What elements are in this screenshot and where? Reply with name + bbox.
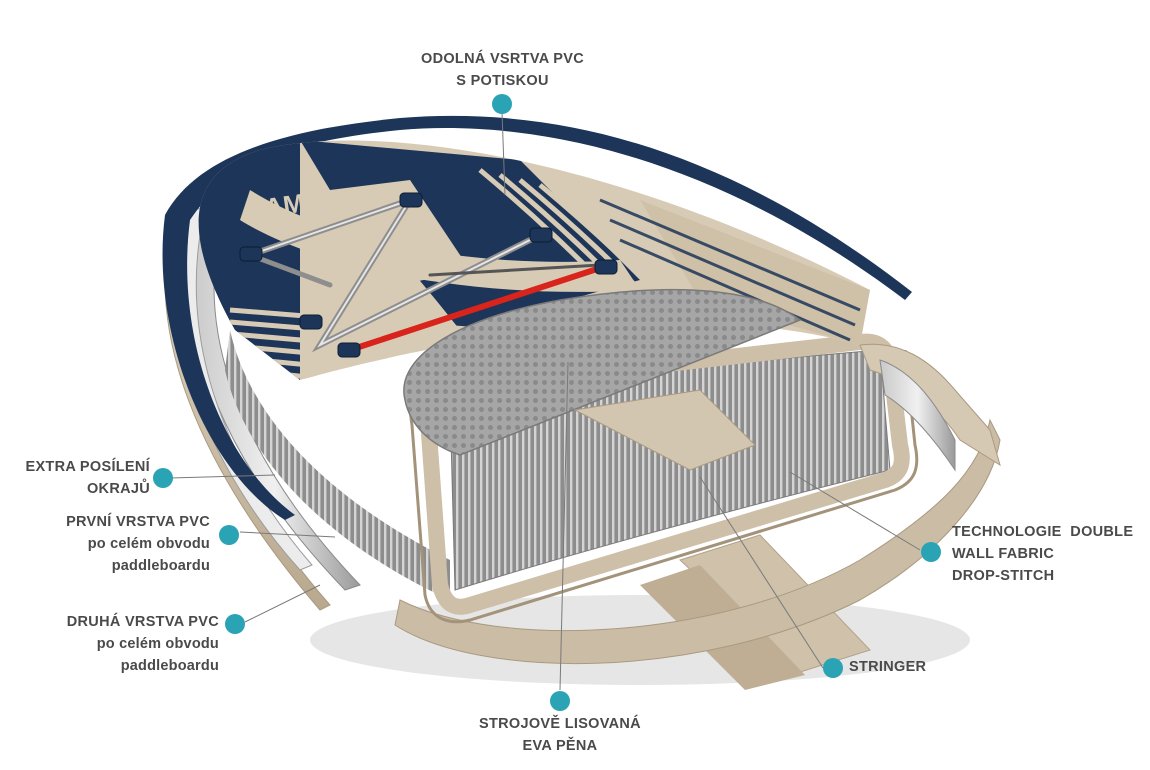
label-druha-line3: paddleboardu — [120, 658, 219, 674]
label-first-pvc-layer: PRVNÍ VRSTVA PVC po celém obvodu paddleb… — [20, 511, 210, 577]
label-tech-line1: TECHNOLOGIE DOUBLE — [952, 524, 1134, 540]
label-prvni-line1: PRVNÍ VRSTVA PVC — [66, 514, 210, 530]
dot-extra — [153, 468, 173, 488]
label-top-line1: ODOLNÁ VSRTVA PVC — [421, 51, 584, 67]
grey-layer-right — [879, 359, 956, 472]
label-extra-line2: OKRAJŮ — [86, 481, 150, 497]
drop-stitch-core — [225, 330, 450, 600]
d-rings — [239, 192, 618, 358]
label-eva-line1: STROJOVĚ LISOVANÁ — [479, 716, 641, 732]
navy-rail-band — [162, 115, 912, 521]
label-extra-reinforcement: EXTRA POSÍLENÍ OKRAJŮ — [0, 456, 150, 500]
bottom-hull-layer — [394, 418, 1001, 664]
dot-druha — [225, 614, 245, 634]
bungee-cords — [247, 194, 603, 353]
label-druha-line1: DRUHÁ VRSTVA PVC — [66, 614, 219, 630]
label-druha-line2: po celém obvodu — [96, 636, 219, 652]
leader-lines — [169, 111, 921, 691]
callout-dots — [153, 94, 941, 711]
label-eva-foam: STROJOVĚ LISOVANÁ EVA PĚNA — [460, 713, 660, 757]
dot-top — [492, 94, 512, 114]
eva-foam-pad — [403, 288, 802, 456]
dot-stringer — [823, 658, 843, 678]
board-logo: AM — [263, 188, 307, 223]
dot-eva — [550, 691, 570, 711]
label-drop-stitch: TECHNOLOGIE DOUBLE WALL FABRIC DROP-STIT… — [952, 521, 1147, 587]
stringer-top — [573, 389, 756, 471]
label-prvni-line2: po celém obvodu — [87, 536, 210, 552]
label-top-pvc: ODOLNÁ VSRTVA PVC S POTISKOU — [400, 48, 605, 92]
label-top-line2: S POTISKOU — [456, 73, 549, 89]
label-stringer-line1: STRINGER — [849, 659, 927, 675]
label-eva-line2: EVA PĚNA — [522, 738, 598, 754]
label-prvni-line3: paddleboardu — [111, 558, 210, 574]
label-stringer: STRINGER — [849, 656, 969, 678]
deck-print — [198, 140, 870, 380]
label-tech-line2: WALL FABRIC — [952, 546, 1055, 562]
label-extra-line1: EXTRA POSÍLENÍ — [25, 459, 150, 475]
dot-prvni — [219, 525, 239, 545]
label-second-pvc-layer: DRUHÁ VRSTVA PVC po celém obvodu paddleb… — [20, 611, 219, 677]
label-tech-line3: DROP-STITCH — [952, 568, 1055, 584]
dot-technologie — [921, 542, 941, 562]
